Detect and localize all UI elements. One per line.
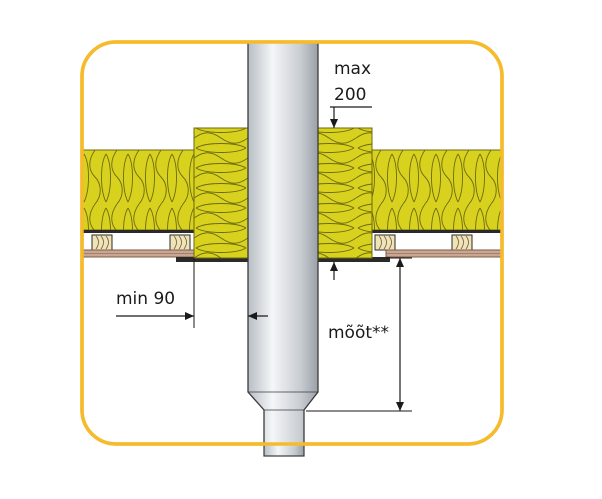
label-max-value: 200 — [334, 85, 366, 105]
pipe-stub — [263, 443, 305, 457]
collar-plate-left — [176, 257, 248, 262]
insulation-layer-right — [369, 149, 502, 231]
pipe-sleeve-right — [317, 127, 373, 259]
batten-center-left — [169, 234, 191, 251]
pipe — [247, 42, 319, 444]
dimension-max — [330, 106, 372, 280]
batten-left — [91, 234, 113, 251]
label-min: min 90 — [116, 289, 175, 309]
label-max: max — [334, 59, 371, 79]
dimension-moot — [306, 257, 412, 412]
dimension-min — [116, 258, 268, 328]
label-moot: mõõt** — [328, 323, 389, 343]
pipe-sleeve-left — [193, 127, 249, 259]
collar-plate-right — [318, 257, 390, 262]
batten-center-right — [374, 234, 396, 251]
insulation-layer-left — [82, 149, 195, 231]
batten-right — [451, 234, 473, 251]
construction-section — [82, 42, 502, 444]
